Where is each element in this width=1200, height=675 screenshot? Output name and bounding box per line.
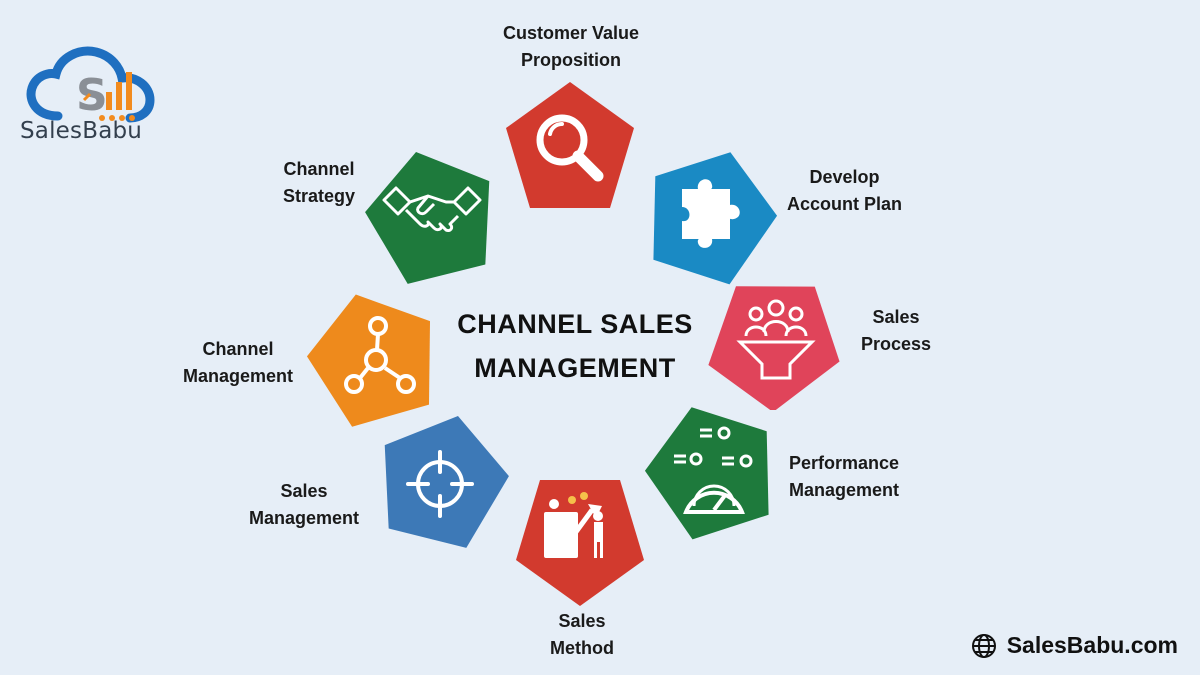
pentagon-shape: [365, 151, 490, 284]
salesbabu-logo-icon: S: [26, 46, 155, 123]
label-line2: Management: [182, 366, 294, 386]
website-link[interactable]: SalesBabu.com: [1006, 632, 1178, 658]
label-line2: Process: [860, 334, 932, 354]
handshake-icon: [382, 186, 482, 232]
node-sales-process: [708, 286, 840, 410]
label-line1: Develop: [809, 167, 880, 187]
label-line1: Sales: [558, 611, 606, 631]
label-sales-process: Sales Process: [856, 304, 936, 358]
label-line2: Account Plan: [786, 194, 902, 214]
svg-text:S: S: [76, 70, 108, 121]
center-title-line1: CHANNEL SALES: [457, 309, 693, 339]
pentagon-shape: [644, 407, 769, 540]
label-line1: Sales: [872, 307, 920, 327]
node-customer-value-proposition: [506, 82, 634, 208]
center-title-line2: MANAGEMENT: [474, 353, 676, 383]
network-nodes-icon: [344, 316, 416, 394]
label-sales-method: Sales Method: [536, 608, 628, 662]
label-line1: Performance: [788, 453, 900, 473]
gauge-settings-icon: [674, 426, 753, 514]
sales-growth-icon: [544, 492, 603, 558]
puzzle-piece-icon: [682, 179, 740, 248]
globe-icon: [971, 633, 996, 658]
node-develop-account-plan: [653, 152, 778, 285]
label-line2: Strategy: [282, 186, 356, 206]
magnifier-icon: [536, 114, 604, 182]
label-channel-strategy: Channel Strategy: [268, 156, 370, 210]
label-sales-management: Sales Management: [240, 478, 368, 532]
label-line2: Management: [788, 480, 900, 500]
logo-text: SalesBabu: [20, 118, 143, 144]
node-channel-strategy: [365, 151, 490, 284]
crosshair-target-icon: [406, 450, 474, 518]
label-line2: Management: [248, 508, 360, 528]
pentagon-shape: [384, 415, 509, 548]
label-line1: Customer Value: [502, 23, 640, 43]
label-line1: Sales: [280, 481, 328, 501]
label-line2: Method: [550, 638, 614, 658]
website-footer[interactable]: SalesBabu.com: [971, 632, 1178, 659]
pentagon-shape: [708, 286, 840, 410]
label-line1: Channel: [283, 159, 355, 179]
team-funnel-icon: [736, 299, 816, 380]
pentagon-shape: [306, 294, 431, 427]
node-sales-management: [384, 415, 509, 548]
label-develop-account-plan: Develop Account Plan: [772, 164, 917, 218]
pentagon-shape: [516, 480, 644, 606]
label-customer-value-proposition: Customer Value Proposition: [486, 20, 656, 74]
node-channel-management: [306, 294, 431, 427]
pentagon-shape: [506, 82, 634, 208]
node-performance-management: [644, 407, 769, 540]
label-line1: Channel: [202, 339, 274, 359]
center-title: CHANNEL SALES MANAGEMENT: [430, 302, 720, 390]
label-channel-management: Channel Management: [172, 336, 304, 390]
label-line2: Proposition: [521, 50, 621, 70]
label-performance-management: Performance Management: [776, 450, 912, 504]
node-sales-method: [516, 480, 644, 606]
